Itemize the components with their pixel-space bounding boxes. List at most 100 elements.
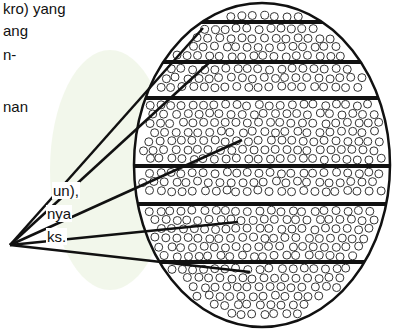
cell-dot xyxy=(177,170,185,178)
cell-dot xyxy=(201,206,209,214)
cell-dot xyxy=(316,52,324,60)
cell-dot xyxy=(316,178,324,186)
cell-dot xyxy=(289,243,297,251)
cell-dot xyxy=(278,225,286,233)
cell-dot xyxy=(287,284,295,292)
cell-dot xyxy=(333,284,341,292)
cell-dot xyxy=(272,74,280,82)
cell-dot xyxy=(239,129,247,137)
cell-dot xyxy=(377,187,385,195)
cell-dot xyxy=(315,234,323,242)
cell-dot xyxy=(337,146,345,154)
cell-dot xyxy=(309,154,317,162)
cell-dot xyxy=(194,217,202,225)
cell-dot xyxy=(199,43,207,51)
cell-dot xyxy=(326,252,334,260)
cell-dot xyxy=(167,83,175,91)
cell-dot xyxy=(237,217,245,225)
cell-dot xyxy=(267,206,275,214)
cell-dot xyxy=(299,43,307,51)
cell-dot xyxy=(327,52,335,60)
cell-dot xyxy=(160,178,168,186)
cell-dot xyxy=(204,252,212,260)
cell-dot xyxy=(272,110,280,118)
cell-dot xyxy=(349,127,357,135)
cell-dot xyxy=(294,127,302,135)
cell-dot xyxy=(206,109,214,117)
cell-dot xyxy=(276,101,284,109)
cell-dot xyxy=(320,136,328,144)
cell-dot xyxy=(332,43,340,51)
cell-dot xyxy=(327,146,335,154)
cell-dot xyxy=(342,100,350,108)
cell-dot xyxy=(281,73,289,81)
cell-dot xyxy=(299,137,307,145)
cell-dot xyxy=(344,138,352,146)
cell-dot xyxy=(245,155,253,163)
cell-dot xyxy=(184,128,192,136)
cell-dot xyxy=(237,311,245,319)
cell-dot xyxy=(289,265,297,273)
cell-dot xyxy=(173,110,181,118)
cell-dot xyxy=(243,283,251,291)
cell-dot xyxy=(210,42,218,50)
cell-dot xyxy=(360,235,368,243)
cell-dot xyxy=(333,265,341,273)
cell-dot xyxy=(232,243,240,251)
cell-dot xyxy=(311,226,319,234)
cell-dot xyxy=(338,234,346,242)
cell-dot xyxy=(364,137,372,145)
cell-dot xyxy=(243,224,251,232)
cell-dot xyxy=(173,217,181,225)
cell-dot xyxy=(354,83,362,91)
cell-dot xyxy=(303,111,311,119)
cell-dot xyxy=(322,102,330,110)
cell-dot xyxy=(239,233,247,241)
cell-dot xyxy=(223,283,231,291)
cell-dot xyxy=(271,129,279,137)
cell-dot xyxy=(256,301,264,309)
cell-dot xyxy=(277,170,285,178)
cell-dot xyxy=(332,154,340,162)
cell-dot xyxy=(281,292,289,300)
cell-dot xyxy=(355,137,363,145)
cell-dot xyxy=(250,146,258,154)
cell-dot xyxy=(194,234,202,242)
cell-dot xyxy=(248,75,256,83)
cell-dot xyxy=(243,244,251,252)
cell-dot xyxy=(215,235,223,243)
cell-dot xyxy=(326,234,334,242)
cell-dot xyxy=(292,234,300,242)
cell-dot xyxy=(194,177,202,185)
cell-dot xyxy=(294,13,302,21)
cell-dot xyxy=(250,233,258,241)
cell-dot xyxy=(375,118,383,126)
cell-dot xyxy=(325,215,333,223)
cell-dot xyxy=(282,53,290,61)
cell-dot xyxy=(189,266,197,274)
cell-dot xyxy=(232,154,240,162)
leader-line xyxy=(10,140,242,245)
cell-dot xyxy=(195,273,203,281)
cell-dot xyxy=(300,187,308,195)
cell-dot xyxy=(333,168,341,176)
cell-dot xyxy=(254,155,262,163)
cell-dot xyxy=(222,225,230,233)
cell-dot xyxy=(320,83,328,91)
cell-dot xyxy=(227,179,235,187)
cell-dot xyxy=(173,234,181,242)
cell-dot xyxy=(354,206,362,214)
cell-dot xyxy=(201,284,209,292)
cell-dot xyxy=(210,243,218,251)
cell-dot xyxy=(311,283,319,291)
cell-dot xyxy=(310,65,318,73)
cell-dot xyxy=(276,154,284,162)
cell-dot xyxy=(233,283,241,291)
cell-dot xyxy=(167,102,175,110)
cell-dot xyxy=(311,43,319,51)
cell-dot xyxy=(343,155,351,163)
cell-dot xyxy=(282,179,290,187)
cell-dot xyxy=(287,25,295,33)
cell-dot xyxy=(238,251,246,259)
